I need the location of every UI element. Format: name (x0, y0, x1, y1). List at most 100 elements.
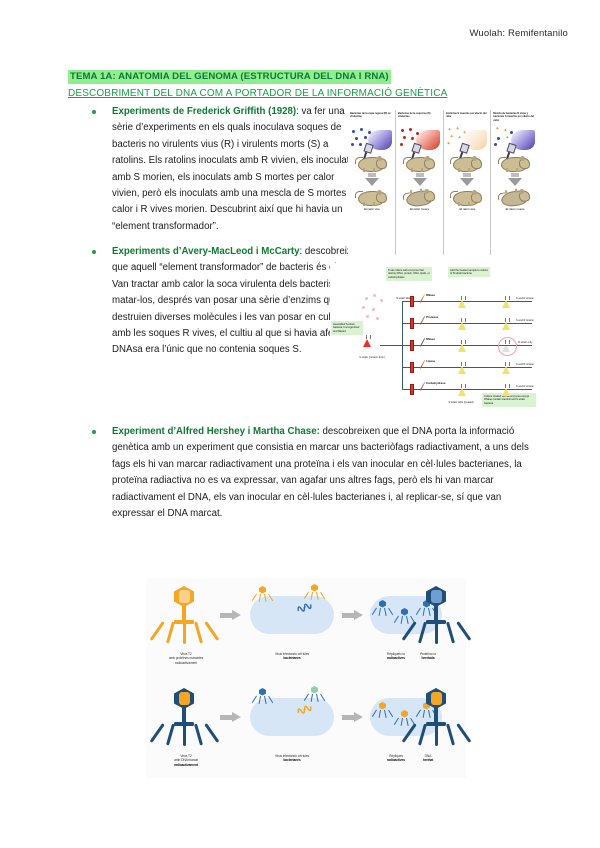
mini-phage-progeny-1 (371, 600, 394, 618)
caption-line-bold: heretada (421, 656, 435, 661)
avery-result-3: R strain only (518, 341, 533, 344)
griffith-panel-3-bacteria: ✦ ✦ ✦ ✦ ✦ ✦ (446, 127, 490, 164)
caption-line-bold: radioactivament (174, 762, 198, 767)
bullet-text-hershey: descobreixen que el DNA porta la informa… (112, 426, 529, 520)
griffith-panel-1-caption: El ratón vive (364, 207, 380, 211)
avery-flask-label: S strain (virulent form) (359, 356, 385, 359)
list-item: Experiment d’Alfred Hershey i Martha Cha… (88, 424, 544, 522)
bullet-text-avery: : descobreixen que aquell “element trans… (112, 246, 363, 356)
page-subtitle: DESCOBRIMENT DEL DNA COM A PORTADOR DE L… (68, 88, 448, 99)
arrow-right-icon (220, 712, 242, 722)
mini-phage-attached-2 (303, 584, 326, 602)
document-header-label: Wuolah: Remifentanilo (469, 28, 568, 39)
title-block: TEMA 1A: ANATOMIA DEL GENOMA (ESTRUCTURA… (68, 66, 520, 100)
avery-label-rnase: RNase (426, 293, 435, 297)
list-item: Experiments d’Avery-MacLeod i McCarty: d… (88, 244, 364, 424)
griffith-panel-4-mouse-top (498, 153, 532, 173)
caption-line: Rèpliques no (386, 652, 406, 656)
avery-label-lipase: Lipase (426, 359, 436, 363)
body-content: Experiments de Frederick Griffith (1928)… (88, 104, 529, 522)
caption-line: radioactivament (175, 660, 197, 665)
avery-result-1: S and R strains (516, 297, 534, 300)
griffith-panel-3-mouse-top (450, 153, 484, 173)
phage-progeny-final-dna (401, 688, 472, 750)
hershey-caption-2: Virus infectando cèl·lules bacterianes (250, 652, 334, 661)
hershey-caption-5: Virus T2 amb DNA marcat radioactivament (148, 754, 224, 767)
griffith-panel-3: Bacterias S muertas por efecto del calor… (444, 110, 492, 255)
caption-line: Virus infectando cèl·lules (275, 754, 309, 758)
hershey-caption-6: Virus infectando cèl·lules bacterianes (250, 754, 334, 763)
griffith-panel-3-caption: El ratón vive (459, 207, 476, 211)
hershey-row-dna: ∿∿ (146, 682, 472, 780)
caption-line-bold: radioactives (386, 656, 406, 661)
caption-line-bold: radioactives (386, 758, 406, 763)
mini-phage-progeny-3 (415, 600, 438, 618)
griffith-panel-4-heading: Mezcla de bacterias R vivas y bacterias … (493, 112, 534, 122)
griffith-panel-1-mouse-result (354, 187, 389, 207)
arrow-right-icon (220, 610, 242, 620)
griffith-panel-3-heading: Bacterias S muertas por efecto del calor (445, 112, 487, 119)
griffith-panel-4-caption: El ratón muere (505, 207, 525, 211)
griffith-panel-2-heading: Bacterias de la cepa lisa (S) virulentas (397, 112, 431, 119)
griffith-panel-4-bacteria: ✦ ✦ ✦ (493, 127, 537, 164)
avery-result-5: S and R strains (516, 385, 534, 388)
mini-phage-attached-4 (303, 686, 326, 704)
avery-source-flask (363, 335, 379, 355)
griffith-panel-1-mouse-top (354, 153, 389, 173)
avery-note-add-sample: Add the treated sample to culture of R-s… (448, 267, 490, 277)
griffith-panel-2-bacteria (398, 128, 442, 164)
avery-treated-cells-label: S strain cells (treated) (448, 401, 474, 404)
hershey-caption-3: Rèpliques no radioactives (358, 652, 434, 661)
figure-griffith-experiment: Bacterias de la cepa rugosa (R) no virul… (348, 110, 538, 255)
phage-progeny-final-protein (401, 586, 472, 648)
figure-hershey-chase-experiment: ∿∿ (146, 578, 472, 780)
bacterium-protein-row (250, 596, 334, 634)
mini-phage-attached-3 (251, 688, 274, 706)
phage-dna-labeled (149, 688, 220, 750)
avery-highlight-ring (498, 337, 517, 356)
avery-label-dnase: DNase (426, 337, 435, 341)
page-title: TEMA 1A: ANATOMIA DEL GENOMA (ESTRUCTURA… (68, 70, 391, 84)
caption-line: amb proteïnes marcades (168, 656, 204, 661)
bullet-lead-hershey: Experiment d’Alfred Hershey i Martha Cha… (112, 426, 320, 437)
caption-line-bold: bacterianes (283, 758, 301, 763)
griffith-panel-1-heading: Bacterias de la cepa rugosa (R) no virul… (350, 112, 391, 119)
avery-note-enzymes: Treat culture with enzymes that destroy … (386, 267, 432, 281)
griffith-panel-2-mouse-result (401, 185, 437, 210)
hershey-caption-4: Proteïna no heretada (394, 652, 462, 661)
griffith-panel-2: Bacterias de la cepa lisa (S) virulentas (396, 110, 444, 255)
caption-line: Virus infectando cèl·lules (275, 652, 309, 656)
phage-protein-labeled (149, 586, 220, 648)
mini-phage-progeny-2 (393, 608, 416, 626)
caption-line: Proteïna no (420, 652, 436, 656)
mini-phage-progeny-6 (415, 702, 438, 720)
mini-phage-progeny-4 (371, 702, 394, 720)
griffith-panel-3-mouse-result (450, 187, 484, 207)
griffith-panel-2-caption: El ratón muere (410, 207, 430, 211)
caption-line: Virus T2 (180, 754, 192, 758)
avery-note-result: Culture treated with all enzymes except … (482, 393, 536, 407)
caption-line-bold: bacterianes (283, 656, 301, 661)
griffith-panel-2-mouse-top (402, 153, 437, 173)
bullet-lead-griffith: Experiments de Frederick Griffith (1928) (112, 106, 297, 117)
hershey-caption-7: Rèpliques radioactives (358, 754, 434, 763)
mini-phage-progeny-5 (393, 710, 416, 728)
avery-label-protease: Protease (426, 315, 439, 319)
griffith-panel-1: Bacterias de la cepa rugosa (R) no virul… (348, 110, 396, 255)
bullet-lead-avery: Experiments d’Avery-MacLeod i McCarty (112, 246, 300, 257)
bullet-list: Experiments de Frederick Griffith (1928)… (88, 104, 529, 522)
figure-avery-experiment: Treat culture with enzymes that destroy … (330, 263, 542, 421)
bacterium-dna-row (250, 698, 334, 736)
hershey-caption-8: DNA heretat (394, 754, 462, 763)
caption-line-bold: heretat (422, 758, 434, 763)
arrow-right-icon (342, 712, 364, 722)
griffith-panel-4-mouse-result (497, 185, 533, 210)
list-item: Experiments de Frederick Griffith (1928)… (88, 104, 364, 244)
caption-line: amb DNA marcat (174, 758, 198, 763)
caption-line: Rèpliques (389, 754, 403, 758)
hershey-row-protein: ∿∿ (146, 580, 472, 678)
bullet-text-griffith: : va fer una sèrie d’experiments en els … (112, 106, 363, 232)
griffith-panel-1-bacteria (350, 128, 394, 164)
avery-note-heatkilled: Heat-killed S-strain bacteria, homogeniz… (331, 321, 363, 335)
